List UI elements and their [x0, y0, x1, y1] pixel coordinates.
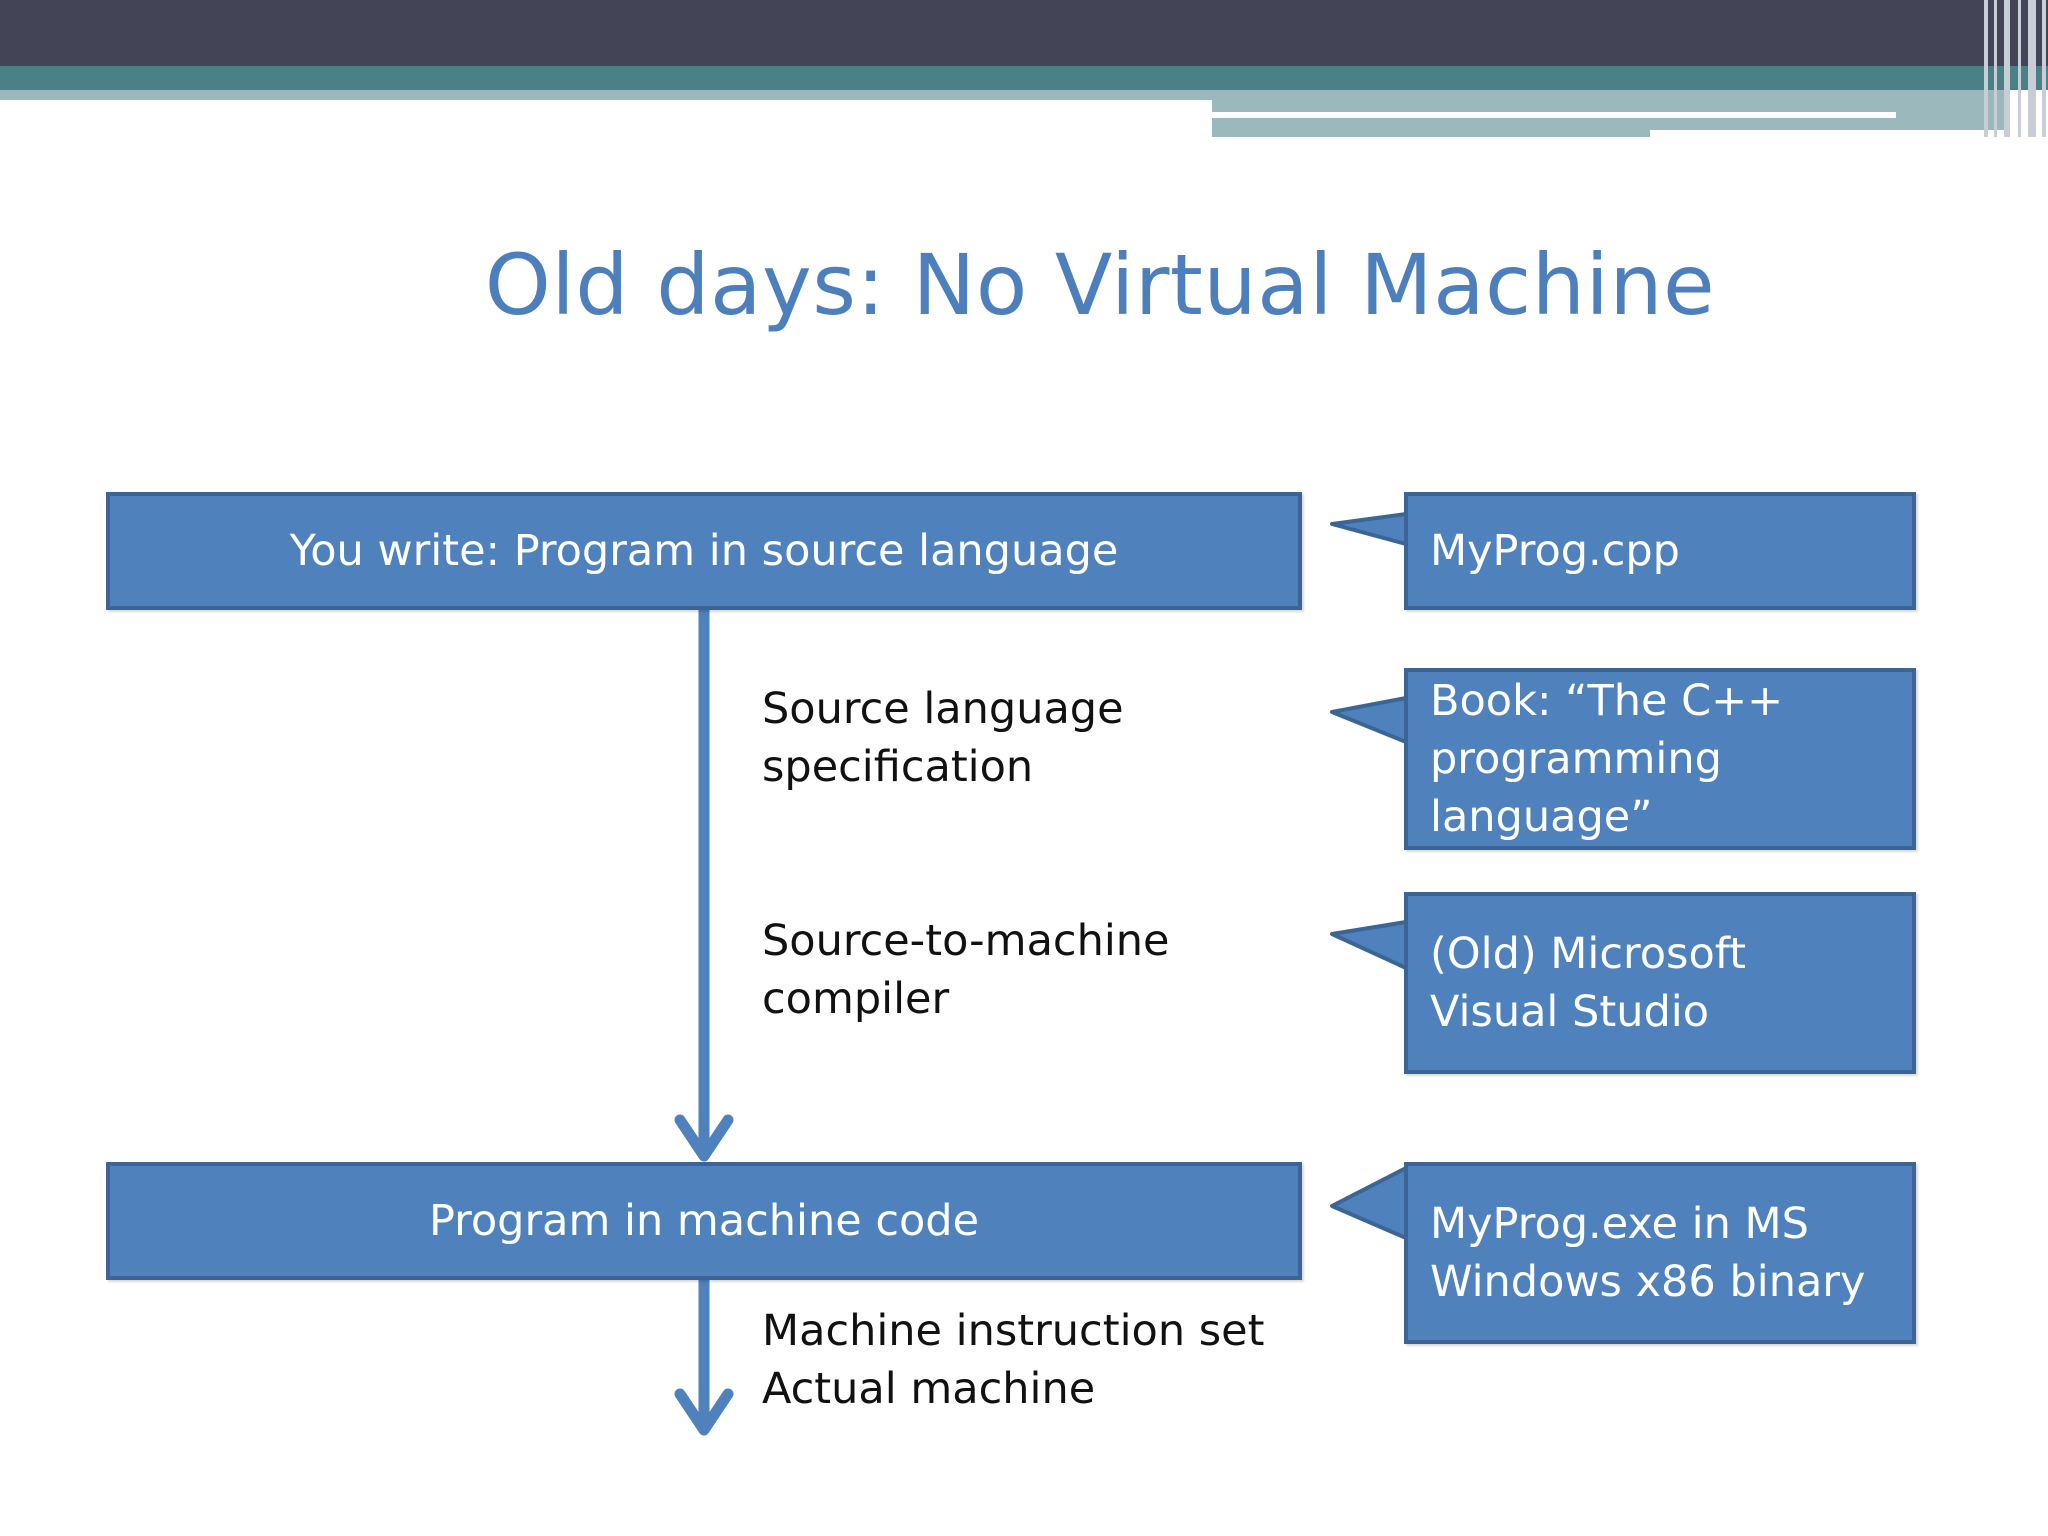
- header-banner-dark: [0, 0, 2048, 66]
- header-banner-light: [0, 90, 1212, 100]
- spec-step-text: Source language specification: [762, 680, 1124, 796]
- machine-code-label: Program in machine code: [428, 1196, 980, 1246]
- source-program-label: You write: Program in source language: [289, 526, 1119, 576]
- callout-exe-line1: MyProg.exe in MS: [1430, 1199, 1809, 1249]
- machine-code-box: Program in machine code: [106, 1162, 1302, 1280]
- arrowhead-down-lower: [674, 1388, 734, 1436]
- callout-file-label: MyProg.cpp: [1430, 526, 1680, 576]
- header-banner-line-secondary: [1650, 130, 2008, 137]
- callout-exe: MyProg.exe in MS Windows x86 binary: [1404, 1162, 1916, 1344]
- callout-pointer-ide: [1330, 920, 1408, 970]
- compiler-step-line1: Source-to-machine: [762, 916, 1170, 966]
- callout-pointer-book: [1330, 696, 1408, 744]
- source-program-box: You write: Program in source language: [106, 492, 1302, 610]
- header-edge-stripes: [1984, 0, 2048, 137]
- isa-step-text: Machine instruction set Actual machine: [762, 1302, 1264, 1418]
- header-banner-line: [1212, 112, 1896, 118]
- callout-file: MyProg.cpp: [1404, 492, 1916, 610]
- slide-title: Old days: No Virtual Machine: [484, 236, 1716, 334]
- isa-step-line2: Actual machine: [762, 1364, 1096, 1414]
- compiler-step-text: Source-to-machine compiler: [762, 912, 1169, 1028]
- callout-book: Book: “The C++ programming language”: [1404, 668, 1916, 850]
- callout-exe-line2: Windows x86 binary: [1430, 1257, 1866, 1307]
- callout-book-line1: Book: “The C++: [1430, 676, 1784, 726]
- callout-ide-line1: (Old) Microsoft: [1430, 929, 1746, 979]
- spec-step-line2: specification: [762, 742, 1034, 792]
- arrowhead-down-upper: [674, 1114, 734, 1162]
- header-banner-teal: [0, 66, 2048, 90]
- callout-ide-line2: Visual Studio: [1430, 987, 1709, 1037]
- isa-step-line1: Machine instruction set: [762, 1306, 1265, 1356]
- callout-ide: (Old) Microsoft Visual Studio: [1404, 892, 1916, 1074]
- callout-book-line3: language”: [1430, 792, 1653, 842]
- callout-book-line2: programming: [1430, 734, 1722, 784]
- callout-pointer-exe: [1330, 1166, 1408, 1240]
- callout-pointer-file: [1330, 512, 1408, 546]
- spec-step-line1: Source language: [762, 684, 1124, 734]
- compiler-step-line2: compiler: [762, 974, 950, 1024]
